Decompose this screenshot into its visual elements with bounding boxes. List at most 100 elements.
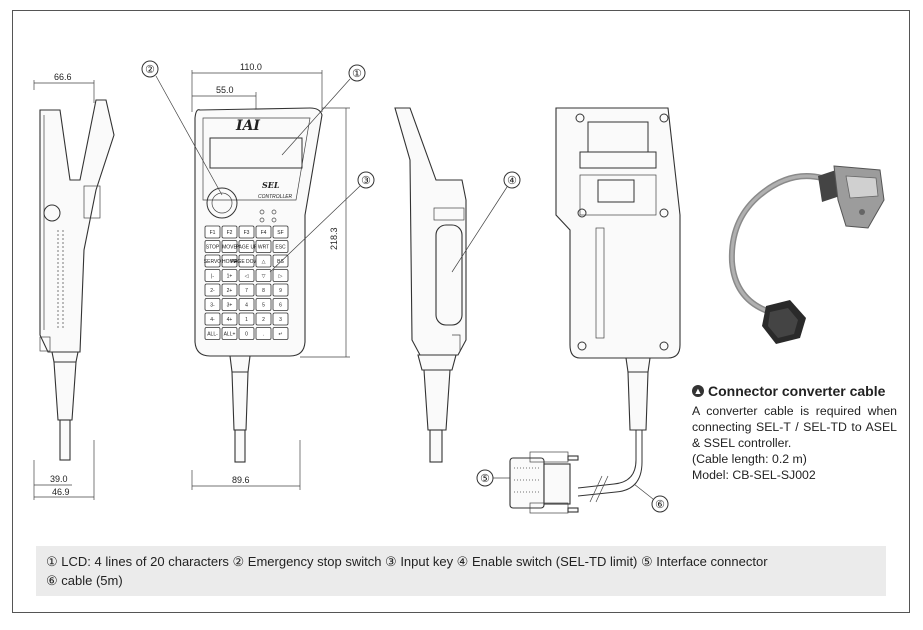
keypad-key [204,225,221,239]
keypad-key [204,240,221,253]
keypad-key-label: 2+ [227,288,233,294]
keypad-key-label: 5 [262,303,265,309]
keypad-key [221,254,238,268]
keypad-key-label: SF [277,230,283,236]
keypad-key [255,240,272,253]
keypad-key-label: MOVE [222,245,237,251]
interface-connector [509,451,579,514]
keypad-key [238,225,255,239]
keypad-key [204,312,221,326]
keypad-key-label: F3 [244,230,250,236]
callout-1-circle [348,64,366,82]
keypad-key-label: 6 [279,303,282,309]
converter-connector-top [818,165,885,229]
keypad-key-label: ◁ [245,274,249,280]
keypad-key-label: 2 [262,317,265,323]
keypad-key [238,312,255,326]
legend-line-1: ① LCD: 4 lines of 20 characters ② Emerge… [46,554,768,569]
dim-bottom-width: 89.6 [232,475,250,485]
callout-3: ③ [361,174,371,187]
callouts: ② ① ③ ④ ⑤ ⑥ [141,60,669,513]
keypad-key-label: STOP [206,245,220,251]
keypad-key [238,240,255,253]
keypad-key-label: HOME [222,259,238,265]
keypad-key [272,283,289,297]
keypad-key [272,312,289,326]
converter-cable-length: (Cable length: 0.2 m) [692,452,807,466]
keypad-key [204,254,221,268]
keypad-key-label: ▽ [262,274,266,280]
keypad-key-label: 1+ [227,274,233,280]
keypad-key-label: SERVO [204,259,222,265]
emergency-stop-switch [206,187,238,219]
enable-switch [435,224,463,326]
keypad-key [238,254,255,268]
back-view [555,107,681,503]
side-grip-ridges [57,230,64,330]
keypad-key-label: 9 [279,288,282,294]
side-view-right [394,107,467,463]
keypad-key-label: PAGE DOWN [231,259,262,265]
side-view-left: 66.6 39.0 46.9 [33,72,115,500]
keypad-key-label: ↵ [278,332,282,338]
converter-cable-info: ▲ Connector converter cable A converter … [692,383,897,483]
converter-cable-title-text: Connector converter cable [708,383,886,399]
converter-cable-title: ▲ Connector converter cable [692,383,897,399]
callout-1: ① [352,67,362,80]
keypad-key-label: F2 [227,230,233,236]
parts-legend: ① LCD: 4 lines of 20 characters ② Emerge… [36,546,886,596]
callout-2: ② [145,63,155,76]
callout-6-circle [651,495,669,513]
keypad-key [255,327,272,340]
keypad-key-label: ALL+ [224,332,236,338]
callout-5: ⑤ [480,472,490,485]
keypad-key-label: 3 [279,317,282,323]
keypad-key-label: 3+ [227,303,233,309]
keypad-key [238,298,255,311]
keypad-key [238,269,255,282]
keypad-key-label: F4 [261,230,267,236]
keypad-key-label: WRT [258,245,269,251]
legend-line-2: ⑥ cable (5m) [46,573,123,588]
keypad-key [272,240,289,253]
keypad-key-label: 4- [210,317,215,323]
keypad-key-label: PAGE UP [236,245,259,251]
keypad-key-label: △ [262,259,266,265]
keypad-key-label: 0 [245,332,248,338]
brand-model-bottom: CONTROLLER [258,194,293,200]
keypad-key-label: 8 [262,288,265,294]
converter-cable-description: A converter cable is required when conne… [692,404,897,450]
callout-6: ⑥ [655,498,665,511]
callout-3-circle [357,171,375,189]
keypad-key [255,269,272,282]
dim-side-bottom-a: 39.0 [50,474,68,484]
converter-cable-illustration [728,165,885,344]
keypad-key [221,312,238,326]
keypad-key [204,269,221,282]
keypad-key [255,225,272,239]
keypad-key-label: . [263,332,264,338]
keypad-key-label: |- [211,274,214,280]
diagram-frame [12,10,910,613]
keypad-key-label: 4+ [227,317,233,323]
keypad-key-label: 3- [210,303,215,309]
callout-4: ④ [507,174,517,187]
keypad-key [221,327,238,340]
converter-connector-bottom [762,300,806,344]
keypad-key [221,298,238,311]
callout-4-circle [503,171,521,189]
keypad-key-label: F1 [210,230,216,236]
keypad-key [238,327,255,340]
dim-side-depth: 66.6 [54,72,72,82]
keypad-key [204,298,221,311]
keypad-key [221,240,238,253]
dim-width-total: 110.0 [240,62,262,72]
converter-cable-model: Model: CB-SEL-SJ002 [692,468,816,482]
keypad-key-label: ESC [275,245,286,251]
brand-logo: IAI [235,118,260,134]
brand-model-top: SEL [262,180,280,190]
keypad-key-label: ALL- [207,332,218,338]
